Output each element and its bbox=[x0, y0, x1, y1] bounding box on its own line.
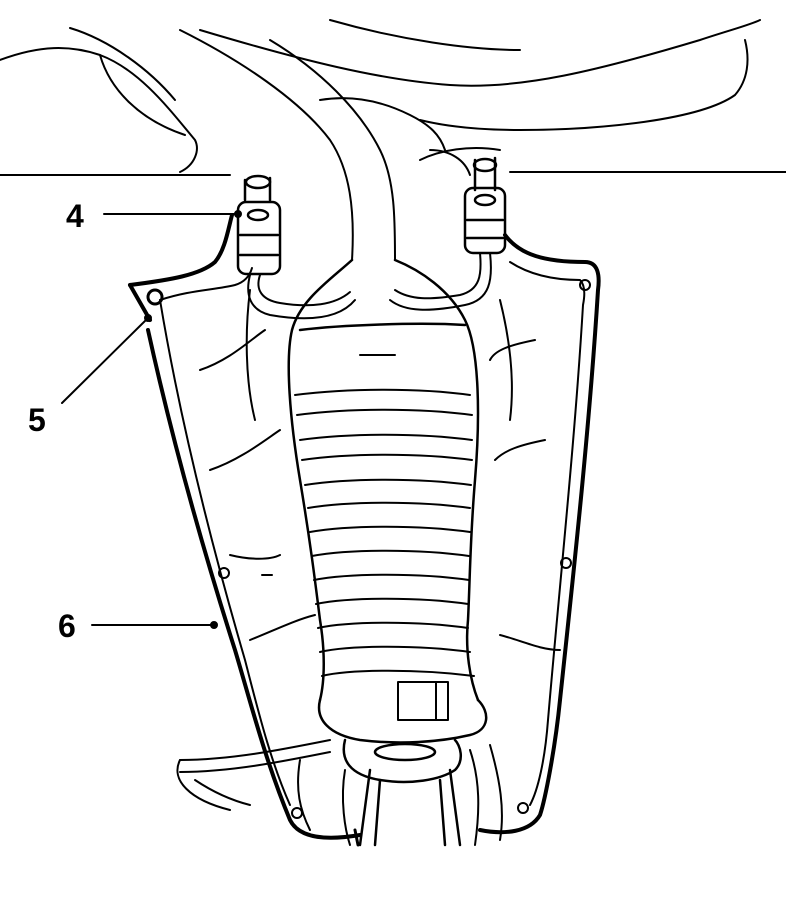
leader-line-5 bbox=[62, 318, 148, 403]
vehicle-underbody bbox=[0, 20, 786, 260]
leader-dot-6 bbox=[211, 622, 217, 628]
leader-lines bbox=[62, 211, 241, 628]
catalytic-converter bbox=[289, 260, 486, 845]
oxygen-sensor-right bbox=[465, 158, 505, 253]
oxygen-sensor-left bbox=[238, 176, 280, 274]
callout-6: 6 bbox=[58, 608, 76, 644]
heat-shield bbox=[130, 215, 599, 838]
lower-pipes bbox=[177, 740, 502, 845]
callout-4: 4 bbox=[66, 198, 84, 234]
leader-dot-5 bbox=[145, 315, 151, 321]
leader-dot-4 bbox=[235, 211, 241, 217]
callout-5: 5 bbox=[28, 402, 46, 438]
sensor-wires bbox=[248, 253, 491, 318]
